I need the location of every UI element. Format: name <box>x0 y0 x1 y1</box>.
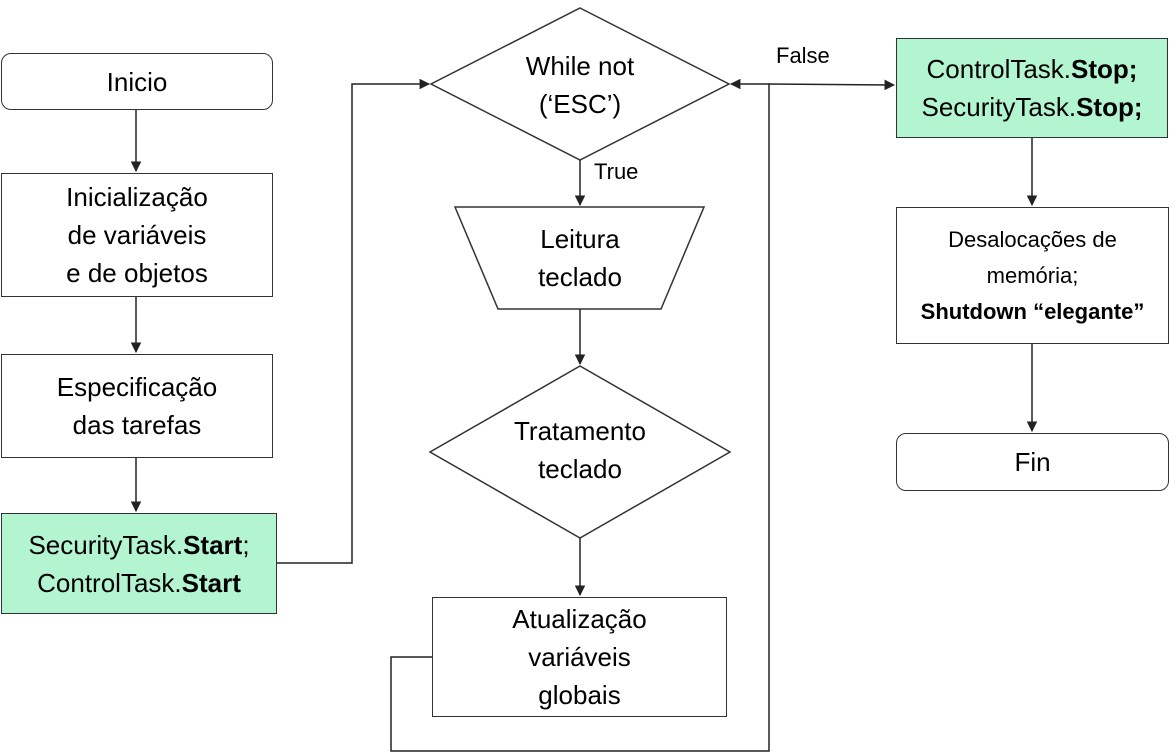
inicializacao-node: Inicialização de variáveis e de objetos <box>1 173 273 297</box>
leitura-node: Leitura teclado <box>480 218 680 298</box>
inicio-node: Inicio <box>1 53 273 110</box>
especificacao-line-2: das tarefas <box>72 410 202 440</box>
leitura-input-shape <box>453 206 706 310</box>
inicializacao-line-2: de variáveis <box>67 220 207 250</box>
inicializacao-line-3: e de objetos <box>66 258 208 288</box>
true-edge-label: True <box>594 159 639 184</box>
fin-label: Fin <box>1014 447 1051 477</box>
leitura-line-2: teclado <box>538 262 622 292</box>
start-line2-prefix: ControlTask. <box>37 567 182 598</box>
desalocacoes-line-1: Desalocações de <box>948 226 1117 252</box>
desalocacoes-node: Desalocações de memória; Shutdown “elega… <box>896 207 1169 344</box>
stop-tasks-line-2: SecurityTask.Stop; <box>921 88 1142 126</box>
arrow-while-false-to-stop <box>768 79 896 91</box>
tratamento-node: Tratamento teclado <box>480 410 680 490</box>
arrow-loop-back-to-while <box>390 78 770 752</box>
atualizacao-line-1: Atualização <box>512 604 647 634</box>
especificacao-line-1: Especificação <box>56 372 218 402</box>
start-line1-suffix: ; <box>242 529 250 560</box>
tratamento-line-2: teclado <box>538 454 622 484</box>
leitura-line-1: Leitura <box>540 224 620 254</box>
stop-line2-prefix: SecurityTask. <box>921 92 1077 122</box>
start-line1-prefix: SecurityTask. <box>28 529 184 560</box>
stop-line1-prefix: ControlTask. <box>926 54 1072 84</box>
stop-line2-bold: Stop; <box>1076 92 1143 122</box>
start-line2-bold: Start <box>181 567 241 598</box>
stop-tasks-line-1: ControlTask.Stop; <box>927 50 1138 88</box>
false-edge-label: False <box>776 43 830 68</box>
start-tasks-line-2: ControlTask.Start <box>37 564 241 602</box>
start-tasks-line-1: SecurityTask.Start; <box>28 526 249 564</box>
stop-line1-bold: Stop; <box>1071 54 1138 84</box>
inicializacao-line-1: Inicialização <box>66 182 208 212</box>
while-decision-node: While not (‘ESC’) <box>480 40 680 130</box>
tratamento-line-1: Tratamento <box>514 416 646 446</box>
fin-node: Fin <box>896 433 1169 491</box>
start-tasks-node: SecurityTask.Start; ControlTask.Start <box>1 513 277 614</box>
desalocacoes-line-3: Shutdown “elegante” <box>920 298 1145 324</box>
atualizacao-node: Atualização variáveis globais <box>432 597 727 717</box>
desalocacoes-line-2: memória; <box>986 262 1079 288</box>
inicio-label: Inicio <box>106 66 168 97</box>
while-line-1: While not <box>525 51 635 81</box>
start-line1-bold: Start <box>183 529 243 560</box>
arrow-start-to-while <box>277 78 431 564</box>
atualizacao-line-3: globais <box>538 680 621 710</box>
especificacao-node: Especificação das tarefas <box>1 354 273 458</box>
stop-tasks-node: ControlTask.Stop; SecurityTask.Stop; <box>896 38 1168 138</box>
while-line-2: (‘ESC’) <box>538 89 622 119</box>
atualizacao-line-2: variáveis <box>528 642 631 672</box>
